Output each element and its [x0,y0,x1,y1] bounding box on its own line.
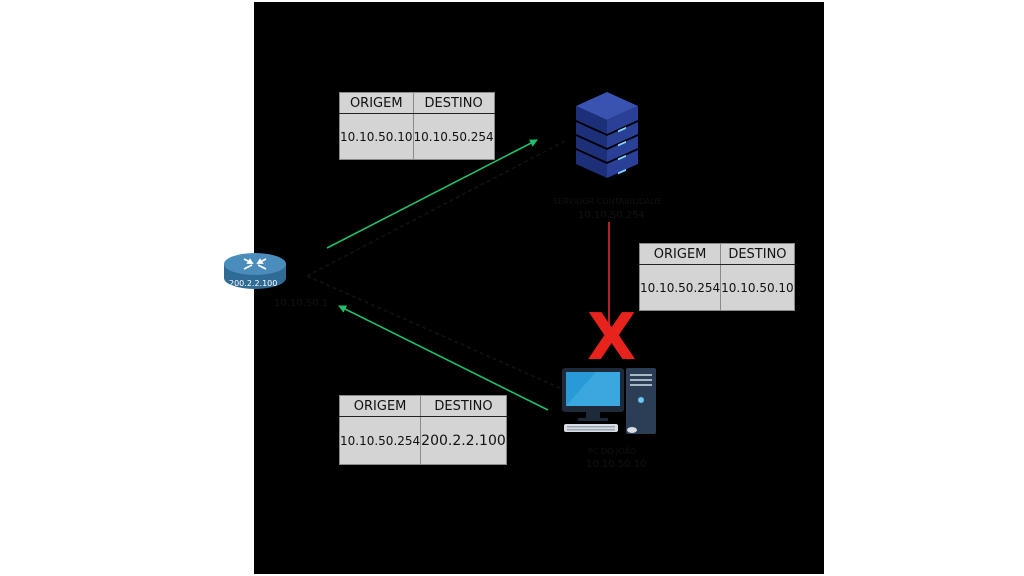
router-icon [224,253,286,289]
packet-table-top: ORIGEM DESTINO 10.10.50.10 10.10.50.254 [339,92,495,160]
packet-table-right: ORIGEM DESTINO 10.10.50.254 10.10.50.10 [638,243,795,311]
table-header-destino: DESTINO [720,243,795,265]
packet-table-bottom: ORIGEM DESTINO 10.10.50.254 200.2.2.100 [338,395,507,465]
blocked-x-icon: X [587,301,637,375]
pc-name-label: PC DO JOÃO [588,447,637,456]
dashed-link-router-pc [306,275,561,389]
table-header-origem: ORIGEM [339,92,414,114]
pc-icon [562,368,656,434]
table-cell-origem: 10.10.50.10 [339,113,414,160]
table-header-origem: ORIGEM [338,395,422,417]
table-header-origem: ORIGEM [638,243,722,265]
server-ip-label: 10.10.50.254 [578,210,645,221]
green-arrow-to-server [326,139,538,249]
table-cell-destino: 10.10.50.254 [412,113,495,160]
table-cell-origem: 10.10.50.254 [338,416,422,465]
table-cell-origem: 10.10.50.254 [638,264,722,311]
server-name-label: SERVIDOR CONTABILIDADE [553,197,662,206]
table-header-destino: DESTINO [420,395,507,417]
router-icon-ip: 200.2.2.100 [229,279,278,288]
router-ip-label: 10.10.50.1 [274,298,329,309]
server-icon [576,92,638,178]
pc-ip-label: 10.10.50.10 [586,459,647,470]
dashed-link-router-server [306,140,566,277]
green-arrow-to-router [338,305,549,411]
table-cell-destino: 10.10.50.10 [720,264,795,311]
table-header-destino: DESTINO [412,92,495,114]
table-cell-destino: 200.2.2.100 [420,416,507,465]
